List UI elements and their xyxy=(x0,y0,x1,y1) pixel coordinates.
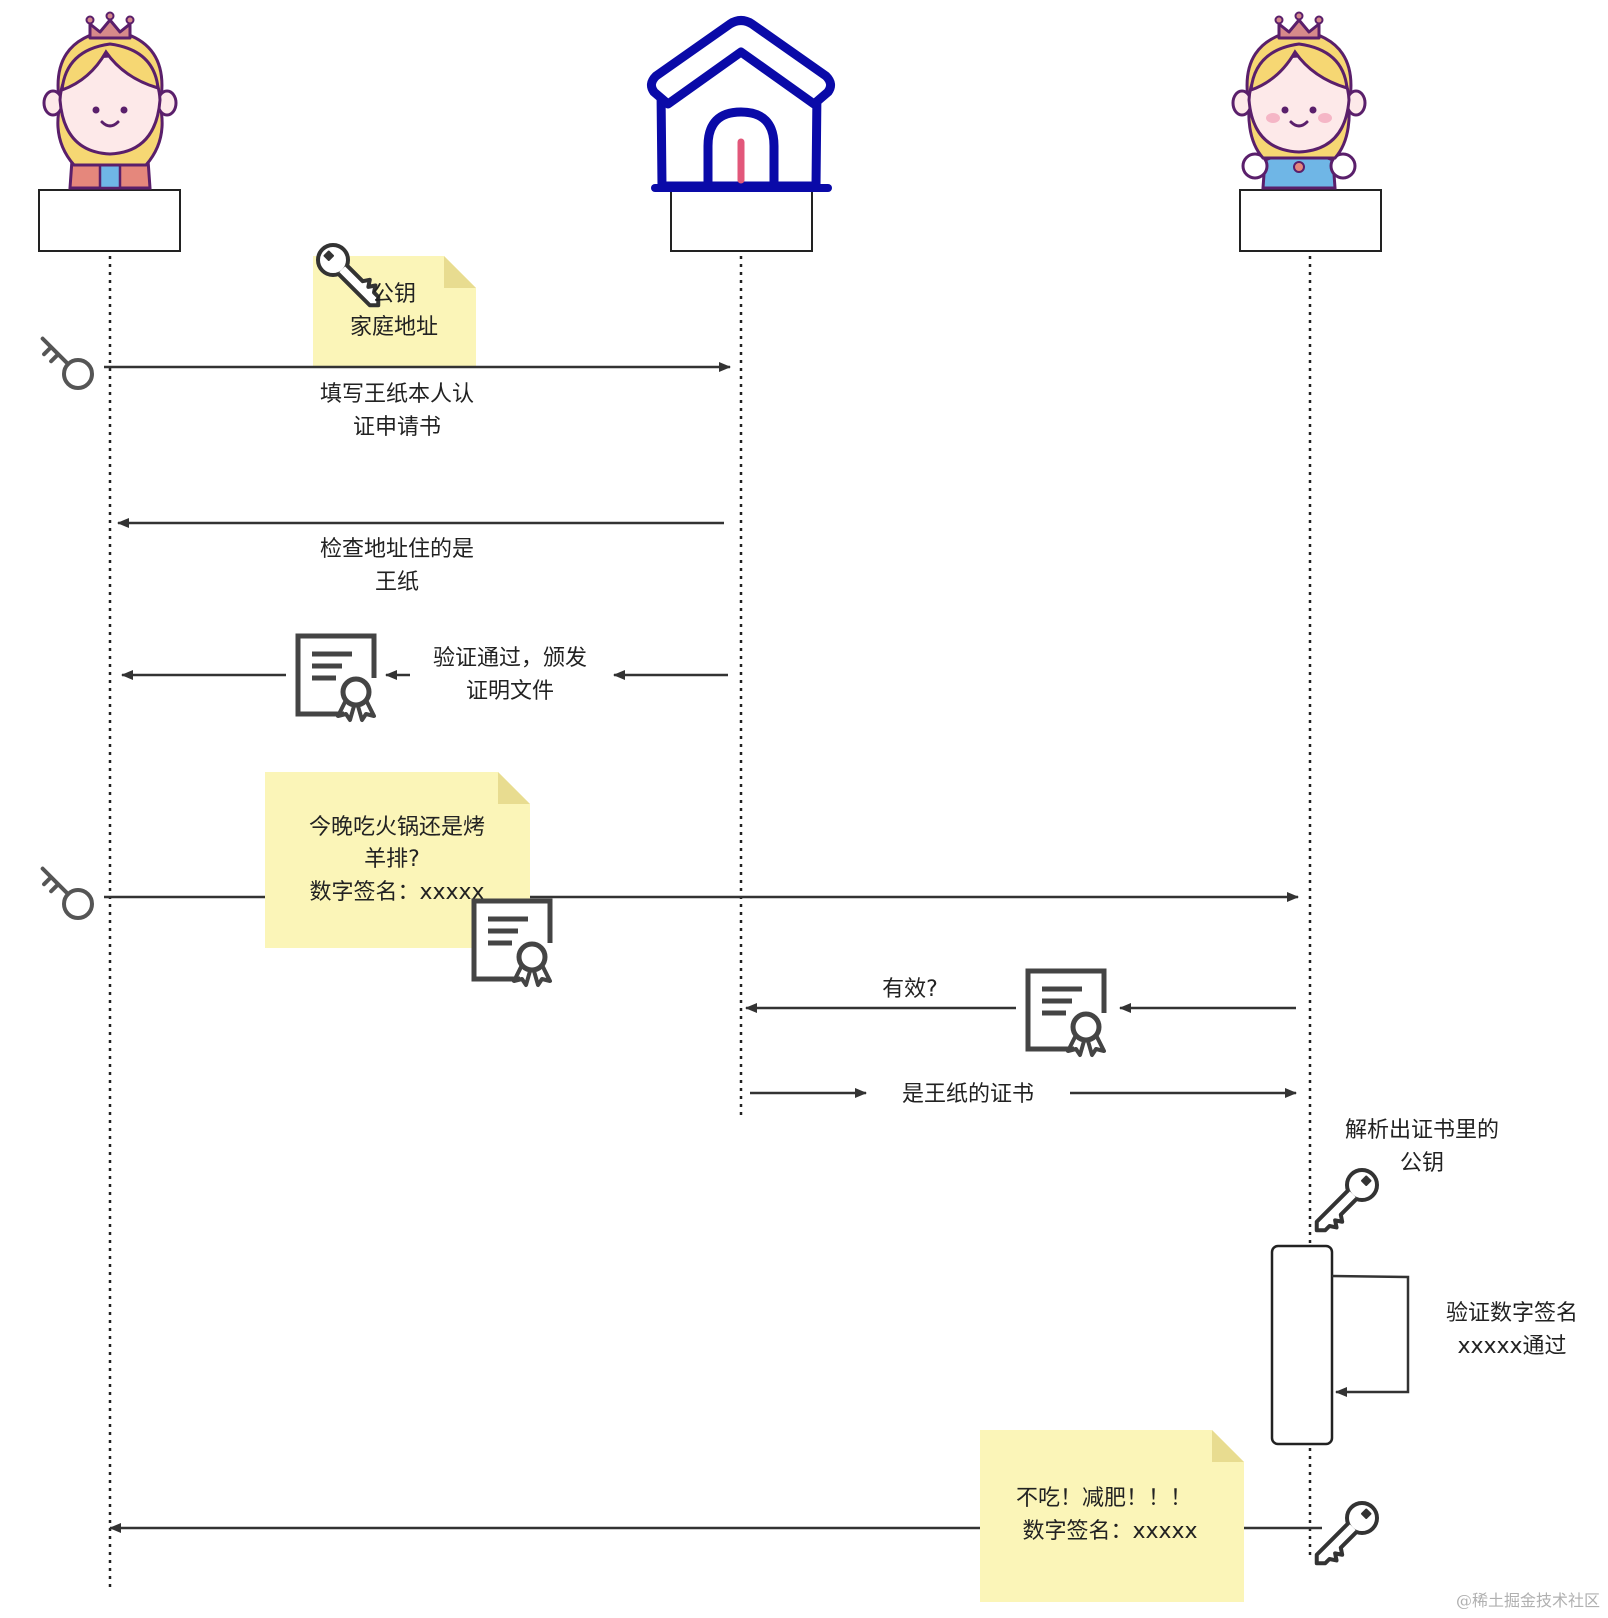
princess-icon xyxy=(42,11,178,190)
self-call-arrow xyxy=(1331,1274,1410,1397)
msg-parse-line1: 解析出证书里的 xyxy=(1345,1118,1499,1143)
participant-box-left xyxy=(38,189,181,252)
note-question xyxy=(265,772,530,948)
certificate-icon xyxy=(1025,968,1107,1057)
note-reply-line2: 数字签名：xxxxx xyxy=(1022,1519,1197,1544)
note-pubkey-line1: 公钥 xyxy=(372,282,416,307)
msg-verify-line1: 验证数字签名 xyxy=(1446,1301,1578,1326)
note-reply xyxy=(980,1430,1244,1602)
msg-issue-line2: 证明文件 xyxy=(466,679,554,704)
certificate-icon xyxy=(471,898,553,987)
msg-valid-q: 有效? xyxy=(882,977,938,1002)
note-pubkey-line2: 家庭地址 xyxy=(350,315,438,340)
activation-bar xyxy=(1270,1244,1334,1446)
msg-check-line1: 检查地址住的是 xyxy=(320,537,474,562)
msg-parse-line2: 公钥 xyxy=(1400,1151,1444,1176)
participant-box-right xyxy=(1239,189,1382,252)
msg-is-cert: 是王纸的证书 xyxy=(902,1082,1034,1107)
key-outline-icon xyxy=(40,336,94,390)
note-question-line2: 羊排? xyxy=(364,847,420,872)
note-reply-line1: 不吃！减肥！！！ xyxy=(1016,1486,1192,1511)
key-icon xyxy=(1314,1168,1379,1233)
msg-check-line2: 王纸 xyxy=(375,570,419,595)
key-icon xyxy=(1314,1501,1379,1566)
watermark: @稀土掘金技术社区 xyxy=(1456,1591,1600,1610)
msg-issue-line1: 验证通过，颁发 xyxy=(433,646,587,671)
msg-apply-line2: 证申请书 xyxy=(353,415,441,440)
msg-verify-line2: xxxxx通过 xyxy=(1457,1334,1566,1359)
note-question-line3: 数字签名：xxxxx xyxy=(309,880,484,905)
participant-box-middle xyxy=(670,189,813,252)
key-outline-icon xyxy=(40,866,94,920)
certificate-icon xyxy=(295,633,377,722)
note-question-line1: 今晚吃火锅还是烤 xyxy=(309,815,485,840)
key-icon xyxy=(316,243,381,308)
msg-apply-line1: 填写王纸本人认 xyxy=(320,382,474,407)
princess-icon xyxy=(1231,11,1367,190)
house-icon xyxy=(646,16,836,192)
